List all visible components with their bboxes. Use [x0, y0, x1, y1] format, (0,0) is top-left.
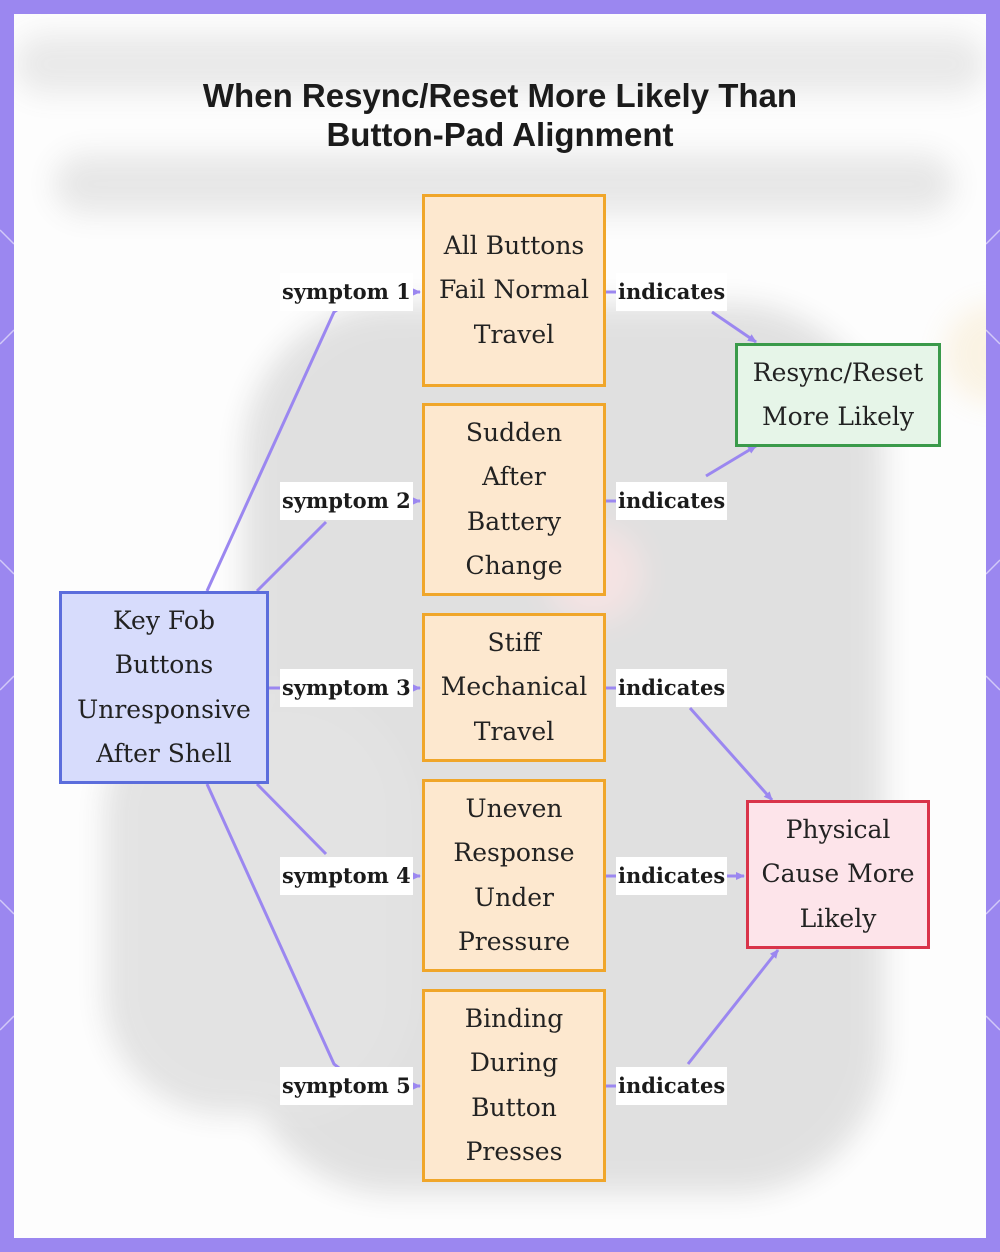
node-physical-cause-label: Physical Cause More Likely — [761, 814, 915, 933]
edge-source-symptom1 — [205, 290, 363, 592]
node-symptom-4-label: Uneven Response Under Pressure — [453, 793, 575, 957]
edge-label-symptom-4: symptom 4 — [280, 857, 413, 895]
title-line-2: Button-Pad Alignment — [326, 116, 674, 153]
node-symptom-1: All Buttons Fail Normal Travel — [422, 194, 606, 387]
edge-source-symptom5 — [205, 783, 363, 1088]
title-line-1: When Resync/Reset More Likely Than — [202, 77, 798, 114]
node-key-fob-unresponsive: Key Fob Buttons Unresponsive After Shell — [59, 591, 269, 784]
node-key-fob-unresponsive-label: Key Fob Buttons Unresponsive After Shell — [77, 605, 251, 769]
edge-label-symptom-3: symptom 3 — [280, 669, 413, 707]
node-symptom-4: Uneven Response Under Pressure — [422, 779, 606, 972]
edge-label-indicates-2: indicates — [616, 482, 728, 520]
node-physical-cause: Physical Cause More Likely — [746, 800, 930, 949]
edge-indicates5-physical — [686, 949, 780, 1065]
node-symptom-5-label: Binding During Button Presses — [464, 1003, 564, 1167]
node-symptom-3-label: Stiff Mechanical Travel — [440, 627, 588, 746]
edge-source-symptom4 — [255, 782, 328, 856]
edge-label-indicates-5: indicates — [616, 1067, 728, 1105]
node-resync-reset: Resync/Reset More Likely — [735, 343, 941, 447]
node-symptom-3: Stiff Mechanical Travel — [422, 613, 606, 762]
edge-indicates2-reset — [705, 444, 757, 478]
edge-label-symptom-5: symptom 5 — [280, 1067, 413, 1105]
page-title: When Resync/Reset More Likely Than Butto… — [14, 76, 986, 154]
edge-indicates1-reset — [711, 310, 757, 344]
edge-label-indicates-1: indicates — [616, 273, 728, 311]
edge-label-indicates-4: indicates — [616, 857, 728, 895]
edge-label-symptom-2: symptom 2 — [280, 482, 413, 520]
edge-label-indicates-3: indicates — [616, 669, 728, 707]
node-symptom-2: Sudden After Battery Change — [422, 403, 606, 596]
node-symptom-1-label: All Buttons Fail Normal Travel — [439, 230, 589, 349]
node-symptom-5: Binding During Button Presses — [422, 989, 606, 1182]
edge-indicates3-physical — [688, 707, 774, 801]
node-resync-reset-label: Resync/Reset More Likely — [752, 357, 924, 432]
node-symptom-2-label: Sudden After Battery Change — [465, 417, 563, 581]
edge-label-symptom-1: symptom 1 — [280, 273, 413, 311]
diagram-panel: When Resync/Reset More Likely Than Butto… — [14, 14, 986, 1238]
edge-source-symptom2 — [255, 520, 328, 593]
